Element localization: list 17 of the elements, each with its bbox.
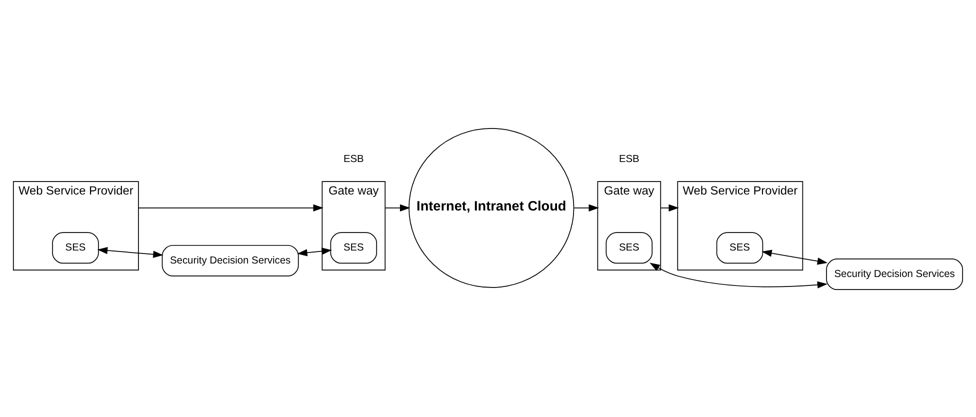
- arrow: [97, 246, 164, 258]
- node-box: SES: [606, 232, 653, 264]
- node-box: SES: [716, 232, 764, 264]
- node-circle: Internet, Intranet Cloud: [408, 127, 574, 288]
- label: ESB: [618, 154, 640, 165]
- node-box: Security Decision Services: [162, 244, 299, 276]
- node-box: SES: [330, 232, 378, 264]
- label: ESB: [343, 154, 364, 165]
- arrow: [650, 262, 828, 288]
- arrow: [660, 204, 679, 212]
- node-box: Security Decision Services: [826, 258, 964, 290]
- arrow: [574, 204, 599, 212]
- arrow: [297, 247, 332, 256]
- arrow: [384, 204, 410, 212]
- arrow: [138, 204, 324, 212]
- node-box: SES: [52, 232, 99, 264]
- arrow: [762, 249, 828, 264]
